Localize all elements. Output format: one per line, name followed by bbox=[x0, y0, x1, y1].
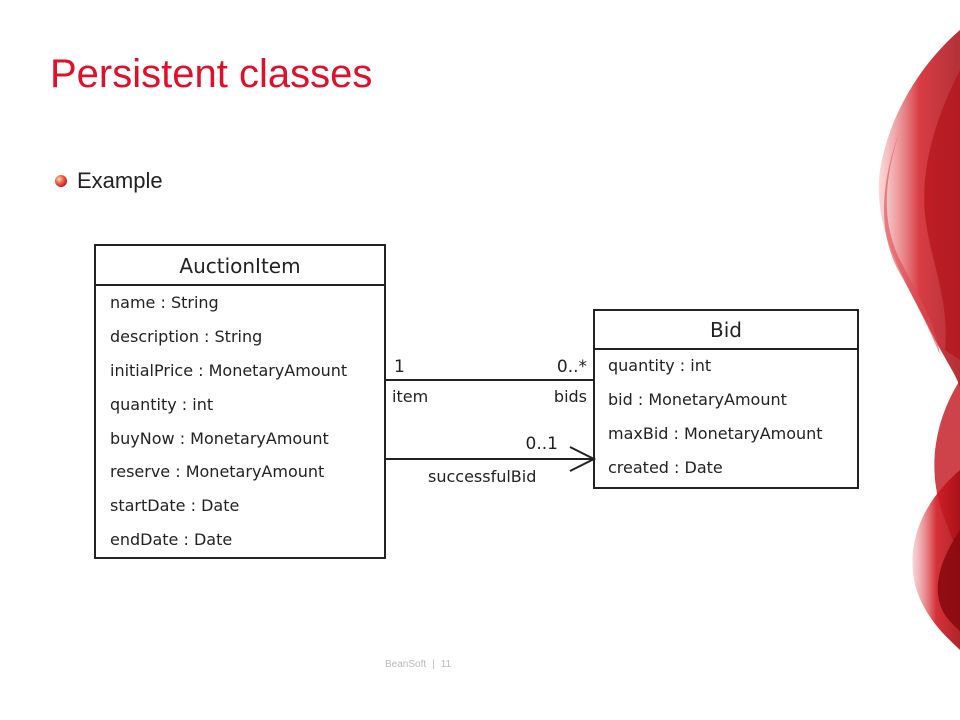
auction-item-attribute: quantity : int bbox=[110, 395, 213, 414]
auction-item-attribute: initialPrice : MonetaryAmount bbox=[110, 361, 347, 380]
auction-item-attribute: name : String bbox=[110, 293, 219, 312]
footer-separator: | bbox=[432, 659, 435, 670]
arrowhead-icon bbox=[569, 446, 597, 472]
bids-multiplicity: 0..* bbox=[557, 357, 587, 377]
auction-item-attribute: description : String bbox=[110, 327, 262, 346]
auction-item-attribute: buyNow : MonetaryAmount bbox=[110, 429, 329, 448]
bullet-text: Example bbox=[77, 168, 163, 193]
item-multiplicity: 1 bbox=[394, 357, 405, 377]
footer-company: BeanSoft bbox=[385, 659, 427, 670]
auction-item-attribute: endDate : Date bbox=[110, 530, 232, 549]
footer: BeanSoft | 11 bbox=[385, 659, 451, 670]
footer-page-number: 11 bbox=[440, 659, 452, 670]
successful-bid-multiplicity: 0..1 bbox=[526, 434, 558, 454]
bid-attribute: bid : MonetaryAmount bbox=[608, 390, 787, 409]
auction-item-class: AuctionItem name : String description : … bbox=[94, 244, 386, 559]
item-role: item bbox=[392, 387, 428, 406]
successful-bid-association: 0..1 successfulBid bbox=[385, 434, 597, 486]
bids-association: 1 item 0..* bids bbox=[385, 357, 594, 406]
bids-role: bids bbox=[554, 387, 587, 406]
successful-bid-role: successfulBid bbox=[428, 467, 536, 486]
slide-title: Persistent classes bbox=[50, 52, 373, 96]
bullet-item: Example bbox=[55, 168, 163, 194]
bid-attribute: maxBid : MonetaryAmount bbox=[608, 424, 823, 443]
bid-box bbox=[593, 309, 859, 489]
auction-item-attribute: reserve : MonetaryAmount bbox=[110, 462, 324, 481]
auction-item-name: AuctionItem bbox=[179, 254, 300, 278]
bid-attribute: created : Date bbox=[608, 458, 723, 477]
bid-class: Bid quantity : int bid : MonetaryAmount … bbox=[593, 309, 859, 489]
bullet-icon bbox=[55, 175, 67, 187]
auction-item-attribute: startDate : Date bbox=[110, 496, 239, 515]
auction-item-box bbox=[94, 244, 386, 559]
bid-attribute: quantity : int bbox=[608, 356, 711, 375]
bid-name: Bid bbox=[710, 318, 742, 342]
